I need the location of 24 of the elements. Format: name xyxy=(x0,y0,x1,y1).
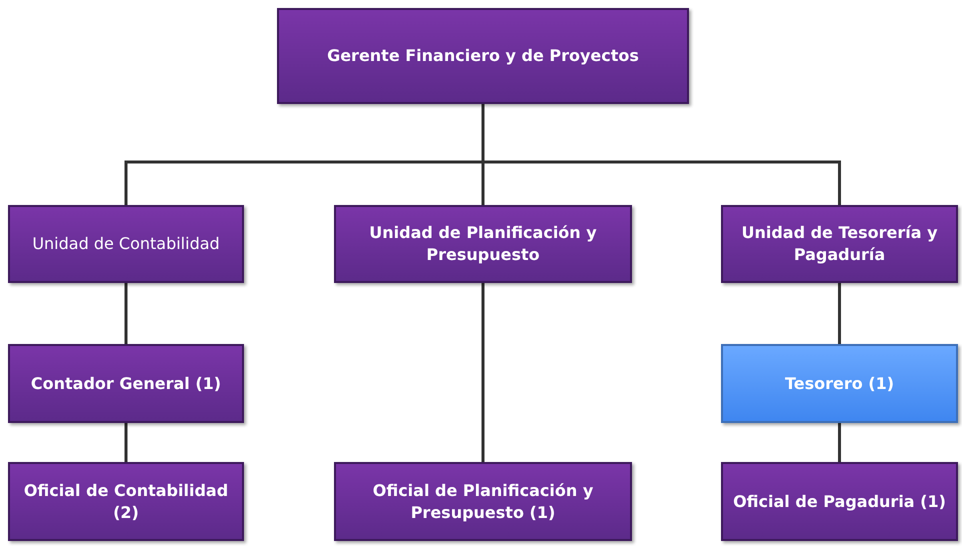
connector-line xyxy=(482,104,841,205)
position-title: Unidad de Tesorería y Pagaduría xyxy=(740,222,939,266)
position-box xyxy=(8,205,244,283)
position-box xyxy=(8,462,244,541)
position-box xyxy=(334,462,632,541)
position-title: Unidad de Contabilidad xyxy=(32,233,220,255)
position-title: Oficial de Pagaduria (1) xyxy=(733,490,946,512)
position-title: Gerente Financiero y de Proyectos xyxy=(327,45,639,67)
connector-line xyxy=(482,283,484,462)
position-title: Tesorero (1) xyxy=(784,372,894,394)
position-title: Unidad de Planificación y Presupuesto xyxy=(368,222,598,266)
position-box xyxy=(334,205,632,283)
connector-line xyxy=(124,423,128,462)
position-box xyxy=(277,8,689,104)
connector-line xyxy=(838,283,841,344)
position-title: Contador General (1) xyxy=(30,372,222,394)
connector-line xyxy=(838,423,841,462)
position-box xyxy=(721,205,958,283)
position-title: Oficial de Planificación y Presupuesto (1) xyxy=(372,480,594,524)
position-box xyxy=(721,462,958,541)
highlighted-position-box xyxy=(721,344,958,423)
position-box xyxy=(8,344,244,423)
position-title: Oficial de Contabilidad (2) xyxy=(22,480,230,524)
connector-line xyxy=(124,283,128,344)
